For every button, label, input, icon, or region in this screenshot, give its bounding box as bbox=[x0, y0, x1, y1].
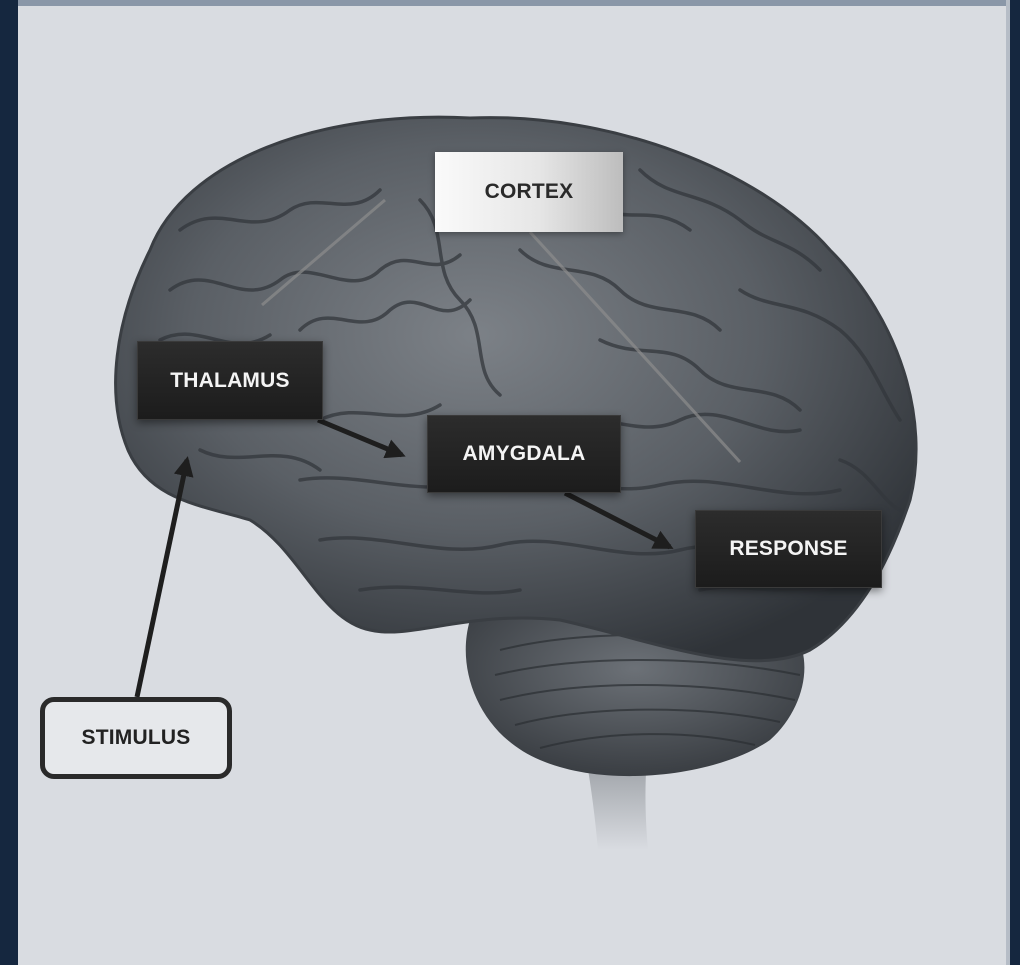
cortex-label-text: CORTEX bbox=[485, 180, 574, 204]
amygdala-label: AMYGDALA bbox=[427, 415, 621, 493]
thalamus-label-text: THALAMUS bbox=[170, 369, 289, 393]
stimulus-label-text: STIMULUS bbox=[82, 726, 191, 750]
stimulus-label: STIMULUS bbox=[40, 697, 232, 779]
response-label-text: RESPONSE bbox=[729, 537, 847, 561]
amygdala-label-text: AMYGDALA bbox=[463, 442, 586, 466]
cortex-label: CORTEX bbox=[435, 152, 623, 232]
thalamus-label: THALAMUS bbox=[137, 341, 323, 420]
arrow-stimulus-thalamus bbox=[137, 460, 187, 697]
response-label: RESPONSE bbox=[695, 510, 882, 588]
